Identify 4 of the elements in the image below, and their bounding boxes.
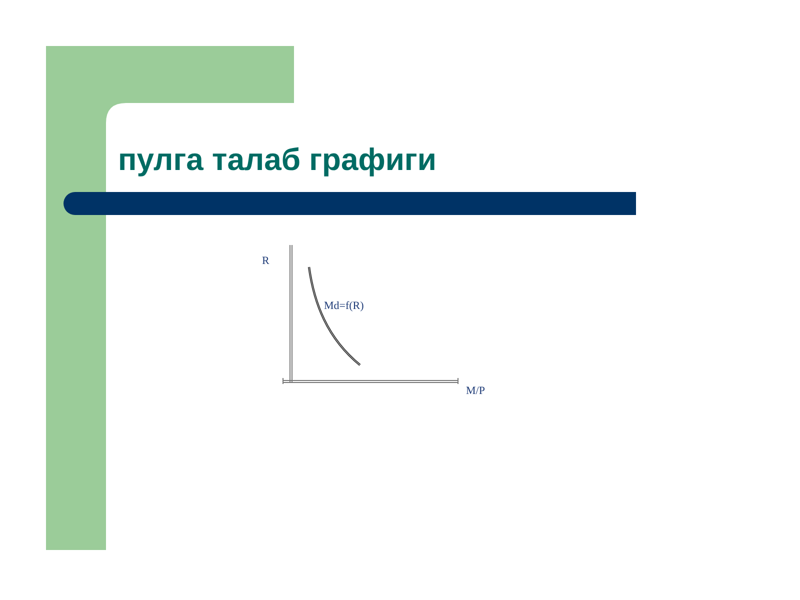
axis-label: M/P — [466, 385, 485, 398]
curve-label: Md=f(R) — [324, 300, 364, 314]
axis-label: R — [262, 255, 270, 268]
slide-title: пулга талаб графиги — [118, 142, 436, 178]
